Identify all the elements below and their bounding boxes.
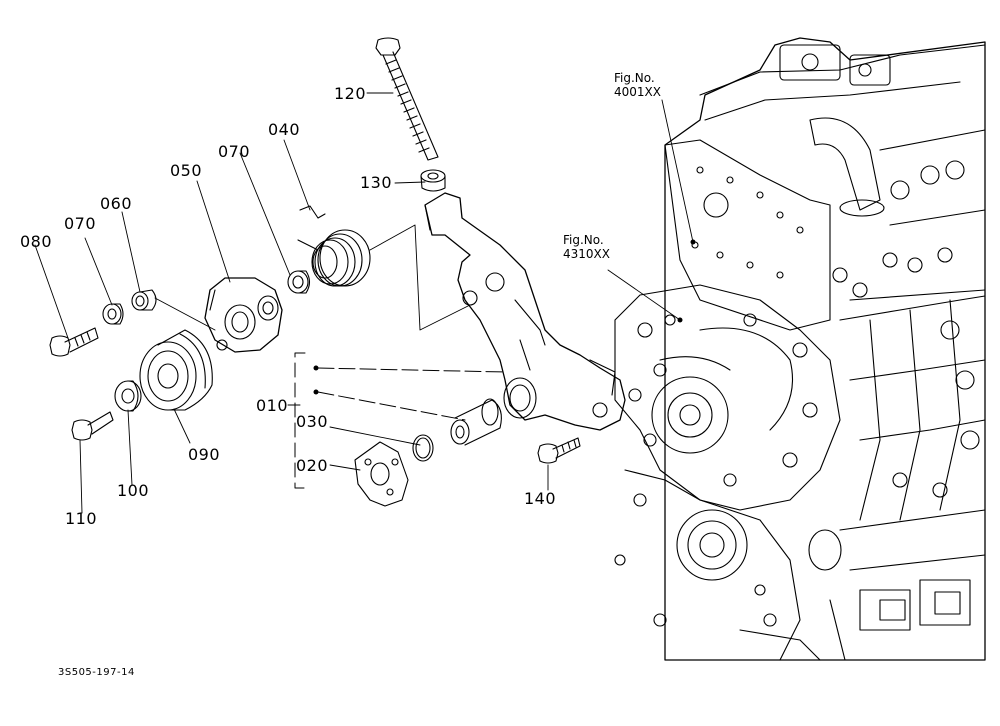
label-040: 040	[268, 120, 301, 139]
label-090: 090	[188, 445, 221, 464]
washer-100	[114, 380, 142, 412]
label-010: 010	[256, 396, 289, 415]
label-130: 130	[360, 173, 393, 192]
fig-ref-4001-line2: 4001XX	[614, 85, 661, 99]
fig-ref-4310-line2: 4310XX	[563, 247, 610, 261]
label-030: 030	[296, 412, 329, 431]
plate-020	[354, 441, 409, 507]
label-070-lower: 070	[64, 214, 97, 233]
leader-lines	[34, 92, 694, 514]
engine-block	[614, 37, 986, 661]
bolt-120	[375, 37, 439, 161]
idler-pulley-090	[139, 329, 213, 411]
label-060: 060	[100, 194, 133, 213]
label-120: 120	[334, 84, 367, 103]
spacer-060	[131, 289, 157, 311]
label-050: 050	[170, 161, 203, 180]
bolt-140	[537, 437, 581, 464]
bushing-070-lower	[102, 303, 124, 325]
fig-ref-4310-line1: Fig.No.	[563, 233, 604, 247]
fig-ref-4001-line1: Fig.No.	[614, 71, 655, 85]
tensioner-arm-050	[204, 277, 283, 353]
document-id: 3S505-197-14	[58, 667, 135, 678]
label-080: 080	[20, 232, 53, 251]
nut-130	[420, 169, 446, 192]
label-140: 140	[524, 489, 557, 508]
assembly-bracket-010	[294, 352, 506, 489]
shaft-030	[412, 398, 502, 462]
label-110: 110	[65, 509, 98, 528]
label-070-upper: 070	[218, 142, 251, 161]
bullet-dots	[313, 239, 696, 395]
bolt-110	[71, 411, 114, 441]
bushing-070-upper	[287, 270, 311, 294]
spring-040	[297, 205, 371, 287]
label-020: 020	[296, 456, 329, 475]
bolt-080	[49, 327, 99, 357]
bracket-010	[424, 192, 626, 431]
label-100: 100	[117, 481, 150, 500]
